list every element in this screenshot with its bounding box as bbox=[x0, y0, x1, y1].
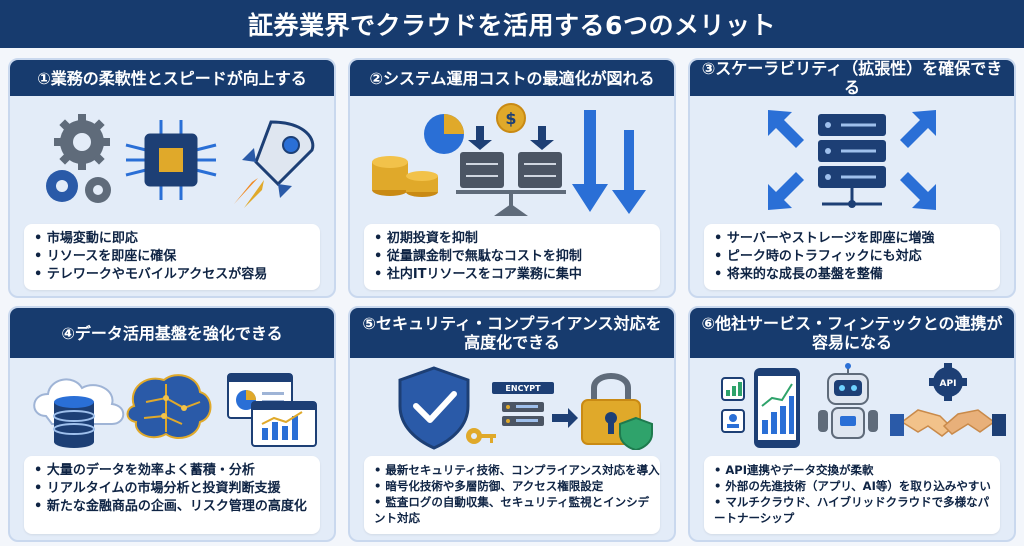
shield-check-icon bbox=[398, 366, 470, 450]
list-item: API連携やデータ交換が柔軟 bbox=[714, 462, 990, 478]
coins-icon bbox=[372, 156, 438, 197]
page-title: 証券業界でクラウドを活用する6つのメリット bbox=[248, 11, 776, 40]
list-item: 最新セキュリティ技術、コンプライアンス対応を導入 bbox=[374, 462, 659, 478]
api-gear-icon: API bbox=[929, 363, 967, 401]
card-flexibility-speed: ①業務の柔軟性とスピードが向上する bbox=[8, 58, 336, 298]
api-label: API bbox=[940, 379, 957, 389]
gears-icon bbox=[46, 114, 111, 203]
robot-icon bbox=[818, 363, 878, 439]
card-title: ③スケーラビリティ（拡張性）を確保できる bbox=[690, 60, 1014, 97]
card-title: ⑥他社サービス・フィンテックとの連携が容易になる bbox=[690, 308, 1014, 358]
list-item: 市場変動に即応 bbox=[34, 230, 310, 248]
card-cost-optimization: ②システム運用コストの最適化が図れる $ bbox=[348, 58, 676, 298]
list-item: ピーク時のトラフィックにも対応 bbox=[714, 248, 990, 266]
card-fintech-integration: ⑥他社サービス・フィンテックとの連携が容易になる bbox=[688, 306, 1016, 542]
list-item: テレワークやモバイルアクセスが容易 bbox=[34, 266, 310, 284]
balance-scale-icon bbox=[456, 152, 566, 216]
card-title: ④データ活用基盤を強化できる bbox=[10, 308, 334, 358]
benefit-list: サーバーやストレージを即座に増強 ピーク時のトラフィックにも対応 将来的な成長の… bbox=[704, 224, 1000, 290]
card-title: ⑤セキュリティ・コンプライアンス対応を高度化できる bbox=[350, 308, 674, 358]
encrypt-label: ENCYPT bbox=[505, 384, 541, 393]
page-header: 証券業界でクラウドを活用する6つのメリット bbox=[0, 0, 1024, 48]
list-item: マルチクラウド、ハイブリッドクラウドで多様なパートナーシップ bbox=[714, 494, 990, 526]
card-security-compliance: ⑤セキュリティ・コンプライアンス対応を高度化できる ENCYPT bbox=[348, 306, 676, 542]
svg-text:$: $ bbox=[505, 109, 516, 128]
brain-icon bbox=[126, 374, 212, 439]
pie-chart-icon bbox=[424, 114, 464, 154]
server-rack-icon bbox=[818, 114, 886, 208]
benefit-list: 初期投資を抑制 従量課金制で無駄なコストを抑制 社内ITリソースをコア業務に集中 bbox=[364, 224, 660, 290]
list-item: リソースを即座に確保 bbox=[34, 248, 310, 266]
list-item: 新たな金融商品の企画、リスク管理の高度化 bbox=[34, 498, 310, 516]
smartphone-chart-icon bbox=[721, 368, 800, 448]
expand-arrows-icon bbox=[768, 110, 936, 210]
list-item: 監査ログの自動収集、セキュリティ監視とインシデント対応 bbox=[374, 494, 650, 526]
card-data-platform: ④データ活用基盤を強化できる bbox=[8, 306, 336, 542]
benefits-grid: ①業務の柔軟性とスピードが向上する bbox=[8, 58, 1016, 542]
handshake-icon bbox=[890, 409, 1006, 437]
list-item: リアルタイムの市場分析と投資判断支援 bbox=[34, 480, 310, 498]
list-item: 初期投資を抑制 bbox=[374, 230, 650, 248]
database-icon bbox=[53, 396, 95, 448]
rocket-icon bbox=[234, 120, 315, 208]
key-icon bbox=[466, 428, 496, 444]
card-scalability: ③スケーラビリティ（拡張性）を確保できる bbox=[688, 58, 1016, 298]
list-item: 大量のデータを効率よく蓄積・分析 bbox=[34, 462, 310, 480]
list-item: 将来的な成長の基盤を整備 bbox=[714, 266, 990, 284]
list-item: サーバーやストレージを即座に増強 bbox=[714, 230, 990, 248]
encrypt-server-icon: ENCYPT bbox=[492, 382, 578, 428]
down-arrows-icon bbox=[572, 110, 646, 214]
chip-icon bbox=[125, 120, 217, 200]
benefit-list: 大量のデータを効率よく蓄積・分析 リアルタイムの市場分析と投資判断支援 新たな金… bbox=[24, 456, 320, 534]
card-illustration bbox=[696, 100, 1008, 220]
card-title: ②システム運用コストの最適化が図れる bbox=[350, 60, 674, 96]
dashboard-icon bbox=[227, 373, 317, 447]
benefit-list: 最新セキュリティ技術、コンプライアンス対応を導入 暗号化技術や多層防御、アクセス… bbox=[364, 456, 660, 534]
padlock-icon bbox=[581, 373, 653, 450]
card-title: ①業務の柔軟性とスピードが向上する bbox=[10, 60, 334, 96]
card-illustration bbox=[16, 362, 328, 450]
list-item: 暗号化技術や多層防御、アクセス権限設定 bbox=[374, 478, 650, 494]
card-illustration: $ bbox=[356, 100, 668, 220]
dollar-icon: $ bbox=[468, 103, 554, 150]
card-illustration bbox=[16, 100, 328, 220]
card-illustration: ENCYPT bbox=[356, 362, 668, 450]
card-illustration: API bbox=[696, 362, 1008, 450]
list-item: 社内ITリソースをコア業務に集中 bbox=[374, 266, 650, 284]
benefit-list: 市場変動に即応 リソースを即座に確保 テレワークやモバイルアクセスが容易 bbox=[24, 224, 320, 290]
list-item: 外部の先進技術（アプリ、AI等）を取り込みやすい bbox=[714, 478, 991, 494]
benefit-list: API連携やデータ交換が柔軟 外部の先進技術（アプリ、AI等）を取り込みやすい … bbox=[704, 456, 1000, 534]
list-item: 従量課金制で無駄なコストを抑制 bbox=[374, 248, 650, 266]
